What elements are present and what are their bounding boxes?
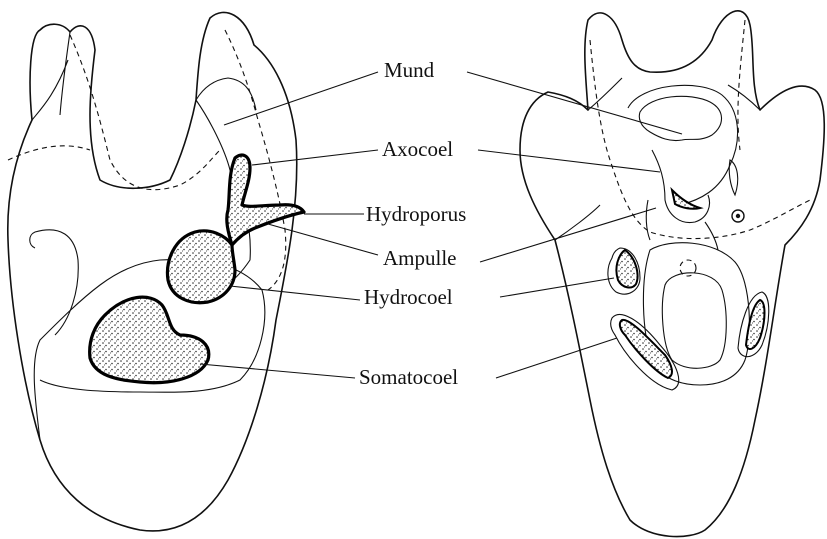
label-somatocoel: Somatocoel xyxy=(359,367,458,388)
leader-mund-left xyxy=(224,72,378,125)
hydropore-dot xyxy=(736,214,740,218)
anus-dashed xyxy=(680,260,696,276)
left-lobe-bump xyxy=(30,230,79,335)
mouth-rim xyxy=(628,85,738,205)
leader-hydrocoel-left xyxy=(230,286,360,300)
somatocoel-left xyxy=(90,297,209,383)
leader-somatocoel-left xyxy=(200,364,355,378)
right-lateral-lobe xyxy=(555,205,600,240)
label-axocoel: Axocoel xyxy=(382,139,453,160)
label-ampulle: Ampulle xyxy=(383,248,457,269)
hydrocoel-right xyxy=(616,250,637,287)
right-arm-inner-left xyxy=(588,78,622,110)
left-body-outline xyxy=(8,12,297,531)
ampulle-left xyxy=(167,231,235,303)
label-hydrocoel: Hydrocoel xyxy=(364,287,453,308)
label-mund: Mund xyxy=(384,60,434,81)
leader-somatocoel-right xyxy=(496,338,617,378)
right-body-outline xyxy=(520,11,824,537)
leader-ampulle-left xyxy=(268,224,378,255)
label-hydroporus: Hydroporus xyxy=(366,204,466,225)
somatocoel-right-left xyxy=(620,320,672,378)
right-larva xyxy=(520,11,824,537)
right-ciliary-band xyxy=(590,20,810,239)
left-arm-inner xyxy=(32,32,70,120)
leader-axocoel-right xyxy=(478,150,660,172)
leader-hydrocoel-right xyxy=(500,278,614,297)
left-larva xyxy=(8,12,304,531)
right-side-slot xyxy=(729,160,737,195)
leader-axocoel-left xyxy=(252,150,378,165)
stomach-inner xyxy=(662,273,726,368)
